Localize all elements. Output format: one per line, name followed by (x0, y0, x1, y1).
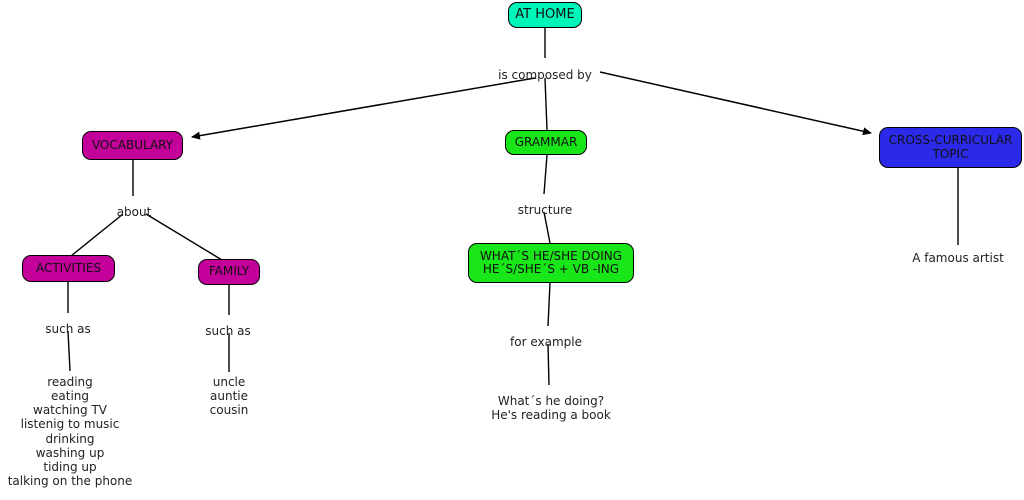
node-family-label: FAMILY (208, 264, 250, 279)
connector-about-to-activities (70, 213, 124, 257)
edge-label-about: about (116, 205, 152, 219)
edge-label-such-as-family: such as (205, 324, 251, 338)
node-family[interactable]: FAMILY (198, 259, 260, 285)
node-grammar[interactable]: GRAMMAR (505, 130, 587, 155)
connector-about-to-family (145, 213, 223, 261)
node-cross-curricular-topic-label: CROSS-CURRICULAR TOPIC (888, 133, 1013, 161)
connector-hub-to-grammar (544, 77, 548, 131)
edge-label-for-example: for example (510, 335, 582, 349)
edge-label-is-composed-by: is composed by (498, 68, 592, 82)
leaf-family-list: uncle auntie cousin (209, 375, 249, 418)
node-cross-curricular-topic[interactable]: CROSS-CURRICULAR TOPIC (879, 127, 1022, 168)
connector-hub-to-vocabulary (191, 77, 536, 140)
edge-label-structure: structure (517, 203, 573, 217)
node-activities-label: ACTIVITIES (35, 260, 102, 275)
connector-grammar-to-structure (543, 154, 548, 195)
node-at-home-label: AT HOME (515, 6, 575, 22)
node-grammar-label: GRAMMAR (514, 134, 578, 149)
node-at-home[interactable]: AT HOME (508, 2, 582, 28)
node-activities[interactable]: ACTIVITIES (22, 255, 115, 282)
leaf-cross-curricular-example: A famous artist (912, 251, 1004, 265)
edge-label-such-as-activities: such as (45, 322, 91, 336)
node-vocabulary-label: VOCABULARY (91, 137, 174, 152)
leaf-grammar-example: What´s he doing? He's reading a book (491, 394, 611, 423)
node-grammar-structure[interactable]: WHAT´S HE/SHE DOING HE´S/SHE´S + VB -ING (468, 243, 634, 283)
leaf-activities-list: reading eating watching TV listenig to m… (7, 375, 133, 489)
node-grammar-structure-label: WHAT´S HE/SHE DOING HE´S/SHE´S + VB -ING (479, 248, 623, 276)
node-vocabulary[interactable]: VOCABULARY (82, 131, 183, 160)
connector-box-to-for-example (547, 282, 551, 327)
connector-for-example-to-text (547, 343, 550, 386)
